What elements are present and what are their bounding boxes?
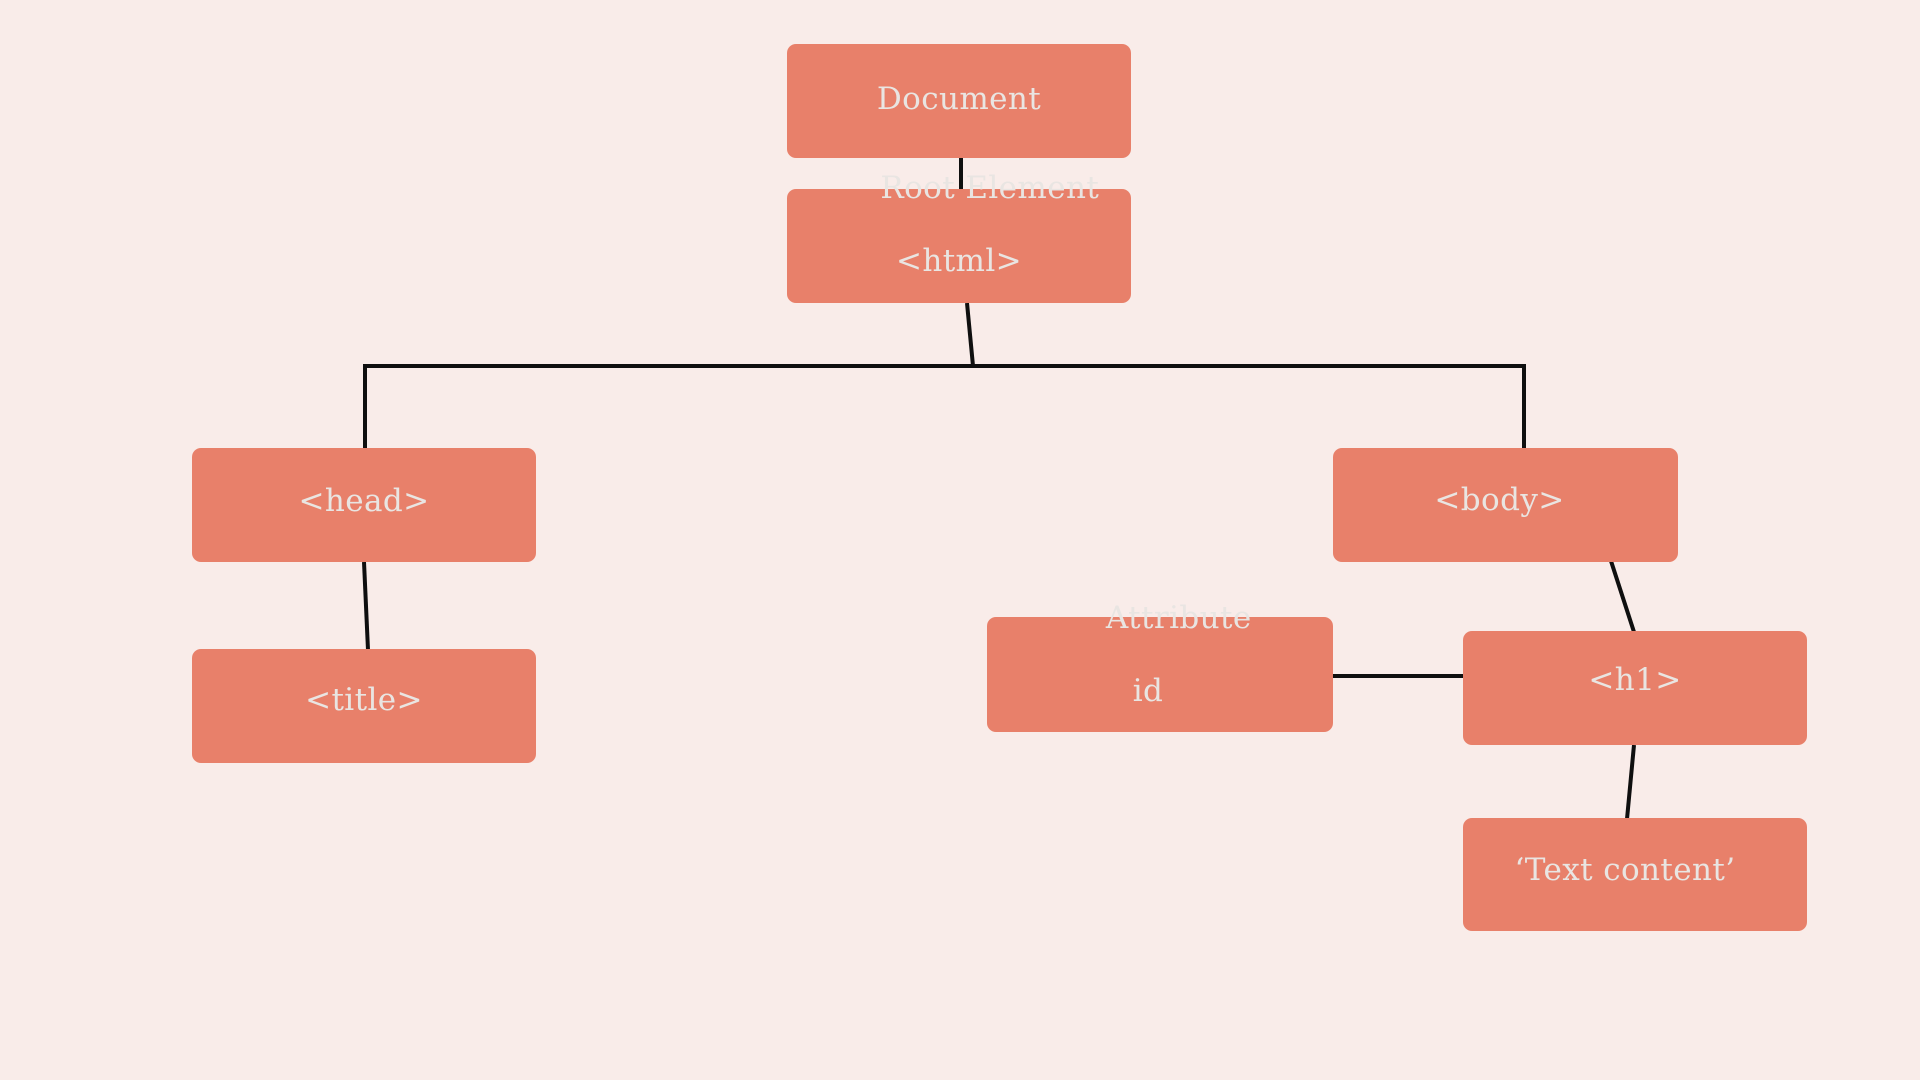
- node-attribute-id[interactable]: Attribute id: [987, 600, 1333, 732]
- node-document[interactable]: Document: [787, 44, 1131, 158]
- node-text-content[interactable]: ‘Text content’: [1463, 818, 1807, 931]
- node-text-content-label: ‘Text content’: [1514, 852, 1736, 889]
- node-root-element-label-line1: Root Element: [880, 170, 1100, 207]
- node-attribute-id-label-line2: id: [1132, 672, 1164, 709]
- node-body-label: <body>: [1434, 481, 1565, 518]
- edge-body-to-h1: [1609, 560, 1636, 633]
- node-root-element[interactable]: Root Element <html>: [787, 170, 1131, 303]
- edge-h1-to-text: [1625, 744, 1636, 820]
- node-attribute-id-label: Attribute id: [1044, 564, 1251, 782]
- node-title-label: <title>: [305, 681, 423, 718]
- node-head-label: <head>: [298, 482, 430, 519]
- node-h1[interactable]: <h1>: [1463, 631, 1807, 745]
- node-attribute-id-label-line1: Attribute: [1105, 599, 1252, 636]
- node-root-element-label: Root Element <html>: [819, 134, 1099, 352]
- edge-head-to-title: [362, 561, 370, 651]
- node-body[interactable]: <body>: [1333, 448, 1678, 562]
- node-head[interactable]: <head>: [192, 448, 536, 562]
- node-root-element-label-line2: <html>: [895, 243, 1023, 279]
- node-h1-label: <h1>: [1588, 661, 1682, 698]
- node-title[interactable]: <title>: [192, 649, 536, 763]
- node-document-label: Document: [876, 80, 1042, 117]
